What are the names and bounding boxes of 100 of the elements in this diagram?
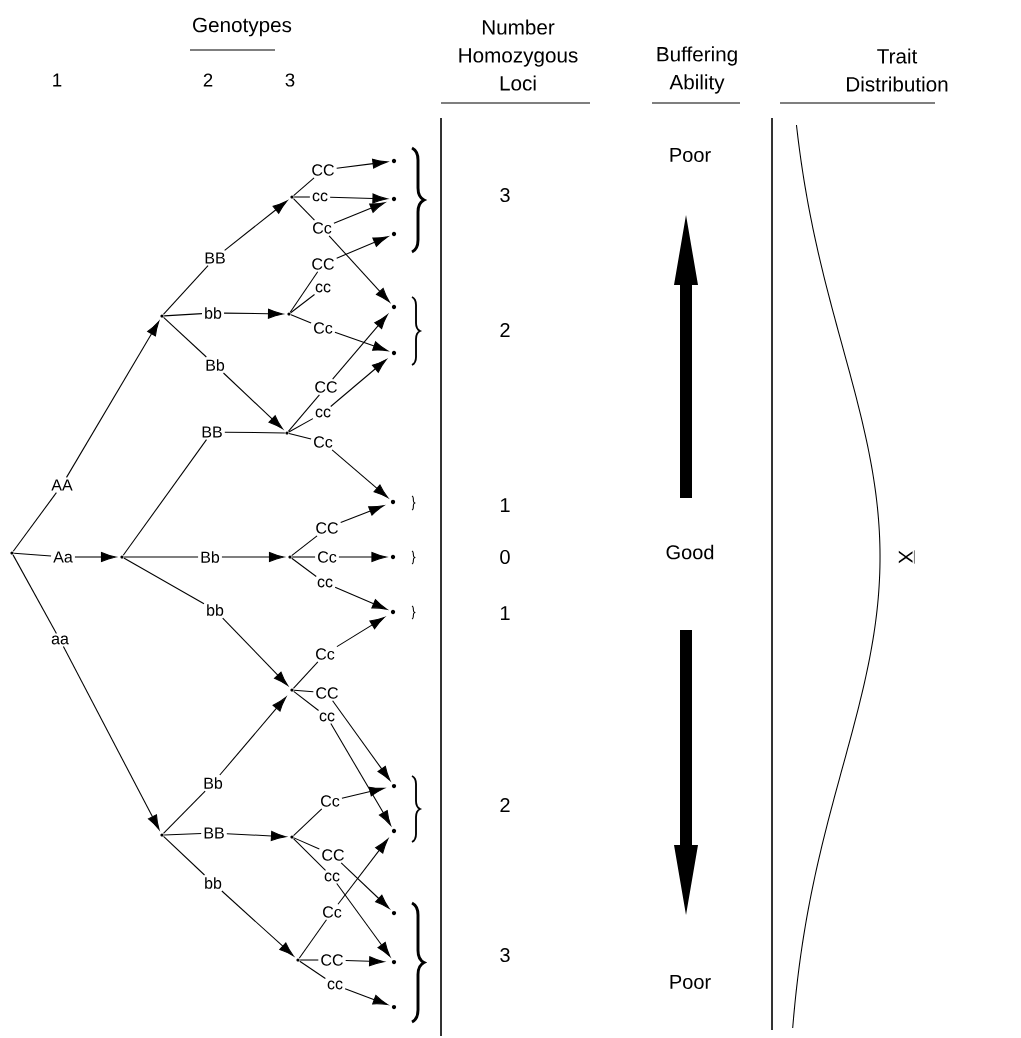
branch-point	[287, 312, 291, 316]
branch-line	[293, 808, 323, 837]
branch-line	[293, 177, 315, 197]
genotype-label: CC	[322, 849, 344, 861]
arrow	[226, 830, 287, 841]
genotype-label: cc	[319, 712, 335, 722]
branch-point	[10, 551, 14, 555]
arrow	[340, 862, 390, 909]
genotype-label: CC	[312, 258, 334, 270]
branch-line	[293, 837, 320, 850]
branch-line	[288, 418, 314, 433]
branch-line	[289, 271, 319, 313]
arrow	[332, 700, 391, 781]
locus-count: 1	[500, 498, 510, 512]
branch-line	[292, 838, 327, 872]
branch-point	[160, 833, 164, 837]
arrow	[221, 890, 294, 957]
genotype-label: CC	[312, 164, 334, 176]
arrow	[337, 838, 389, 905]
arrow	[344, 988, 389, 1006]
branch-line	[292, 198, 315, 221]
arrow	[330, 723, 392, 826]
branch-line	[298, 919, 327, 959]
branch-line	[299, 960, 326, 980]
genotype-label: aa	[51, 635, 69, 645]
locus-count: 2	[500, 323, 510, 337]
ability-label: Poor	[670, 148, 711, 162]
genotype-label: bb	[205, 877, 222, 889]
genotype-label: Bb	[204, 777, 223, 789]
branch-line	[290, 294, 316, 314]
branch-point	[296, 958, 300, 962]
branch-line	[12, 492, 57, 552]
arrow	[221, 552, 285, 563]
branch-point	[290, 688, 294, 692]
column-heading: Number Homozygous Loci	[440, 19, 591, 104]
genotype-label: Cc	[321, 795, 340, 807]
column-heading: Trait Distribution	[779, 48, 948, 104]
arrow	[222, 372, 283, 430]
genotype-label: Cc	[314, 322, 333, 334]
branch-point	[160, 314, 164, 318]
arrow	[345, 956, 385, 967]
locus-count: 2	[500, 798, 510, 812]
arrow	[334, 331, 388, 352]
branch-point	[285, 431, 289, 435]
locus-count: 1	[500, 606, 510, 620]
genotype-label: BB	[204, 827, 224, 839]
arrow	[331, 449, 389, 499]
genotype-label: Bb	[201, 551, 220, 563]
genotype-label: bb	[207, 604, 224, 616]
branch-line	[292, 661, 319, 689]
branch-line	[13, 552, 52, 557]
genotype-label: cc	[315, 408, 331, 418]
arrow	[336, 616, 385, 648]
genotype-label: Cc	[313, 222, 332, 234]
arrow	[222, 617, 289, 686]
genotype-label: cc	[327, 980, 343, 990]
genotype-label: Cc	[323, 906, 342, 918]
branch-line	[293, 690, 320, 712]
ability-label: Good	[666, 544, 714, 560]
branch-line	[163, 313, 203, 317]
branch-line	[162, 790, 206, 834]
genotype-label: BB	[202, 426, 222, 438]
branch-line	[291, 556, 316, 558]
arrow	[223, 308, 284, 319]
column-heading: Buffering Ability	[651, 46, 741, 104]
column-number: 1	[53, 73, 62, 87]
locus-count: 3	[500, 187, 510, 203]
branch-line	[163, 835, 206, 876]
genotype-label: Cc	[314, 436, 333, 448]
arrow	[340, 505, 384, 524]
genotype-label: bb	[205, 307, 222, 319]
column-number: 2	[203, 73, 213, 87]
genotype-label: CC	[321, 954, 343, 966]
arrow	[219, 696, 287, 776]
genotype-label: CC	[316, 687, 338, 699]
branch-point	[290, 835, 294, 839]
arrow	[336, 883, 391, 957]
arrow	[332, 314, 388, 380]
arrow	[333, 202, 386, 224]
branch-line	[224, 431, 286, 434]
arrow	[65, 320, 160, 478]
branch-line	[123, 556, 199, 558]
branch-line	[163, 316, 207, 358]
genotype-label: cc	[312, 192, 328, 202]
arrow	[338, 552, 387, 563]
branch-line	[291, 535, 318, 557]
branch-line	[290, 314, 312, 324]
genotype-label: BB	[205, 252, 225, 264]
locus-count: 0	[500, 549, 510, 565]
genotype-label: Bb	[206, 359, 225, 371]
column-heading: Genotypes	[189, 17, 292, 51]
branch-line	[287, 394, 320, 432]
genotype-label: Cc	[318, 551, 337, 563]
arrow	[74, 552, 117, 563]
arrow	[330, 359, 387, 408]
branch-point	[288, 555, 292, 559]
arrow	[336, 236, 389, 259]
genotype-label: CC	[315, 381, 337, 393]
genotype-label: Aa	[53, 551, 73, 563]
genotype-label: cc	[317, 578, 333, 588]
